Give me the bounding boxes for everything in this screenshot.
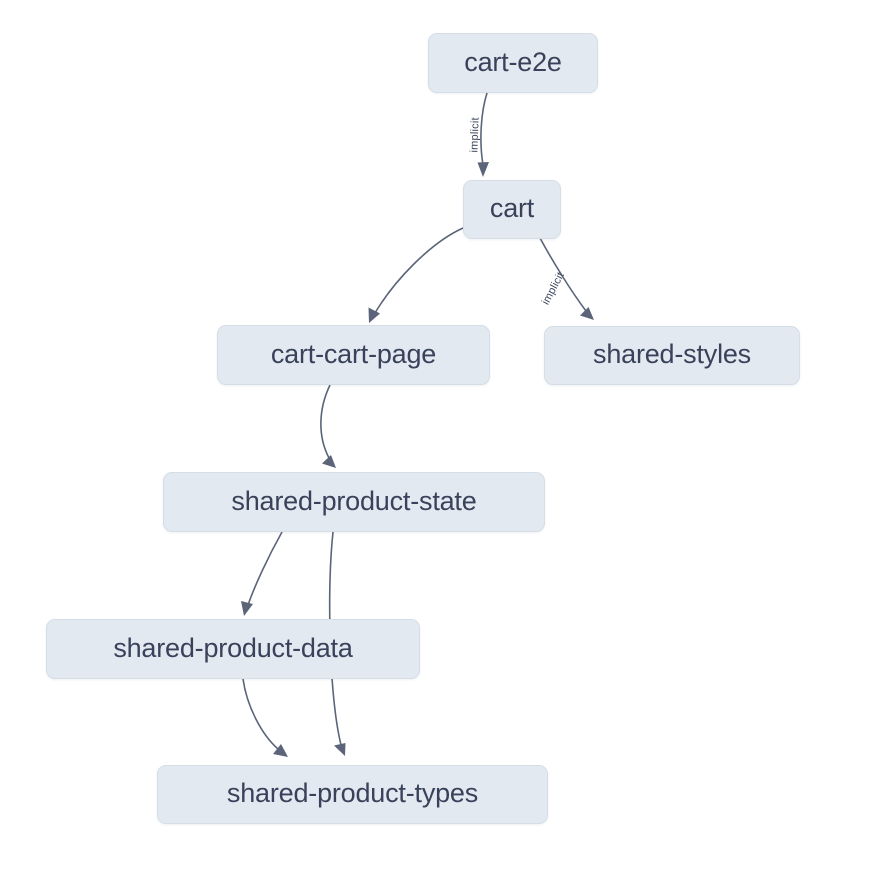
graph-node-cart-e2e[interactable]: cart-e2e	[428, 33, 598, 93]
graph-node-cart-cart-page[interactable]: cart-cart-page	[217, 325, 490, 385]
edge-cart-cart-page-to-shared-product-state	[320, 384, 336, 468]
edge-cart-to-shared-styles: implicit	[539, 237, 594, 320]
graph-node-label: shared-product-data	[113, 632, 353, 663]
graph-node-label: shared-product-types	[226, 778, 479, 808]
edge-path	[539, 237, 587, 312]
edge-cart-to-cart-cart-page	[368, 227, 464, 323]
edge-arrowhead	[273, 744, 288, 757]
edge-path	[247, 531, 283, 606]
edge-arrowhead	[368, 307, 380, 323]
edge-cart-e2e-to-cart: implicit	[468, 92, 489, 177]
edge-arrowhead	[334, 743, 346, 756]
edge-label-implicit-shared-styles: implicit	[540, 270, 567, 307]
graph-node-label: shared-styles	[593, 339, 751, 369]
graph-node-label: cart-e2e	[464, 46, 562, 77]
graph-node-shared-styles[interactable]: shared-styles	[544, 326, 800, 385]
edge-path	[320, 384, 331, 459]
edge-path	[242, 678, 279, 750]
edge-label-implicit-cart: implicit	[468, 117, 481, 153]
edge-path	[480, 92, 488, 166]
edge-shared-product-data-to-shared-product-types	[242, 678, 288, 757]
graph-node-shared-product-types[interactable]: shared-product-types	[157, 765, 548, 824]
graph-node-cart[interactable]: cart	[463, 180, 561, 239]
edge-arrowhead	[580, 307, 594, 320]
graph-node-label: shared-product-state	[231, 485, 477, 516]
graph-node-shared-product-data[interactable]: shared-product-data	[46, 619, 420, 679]
graph-node-shared-product-state[interactable]: shared-product-state	[163, 472, 545, 532]
edge-shared-product-state-to-shared-product-data	[241, 531, 283, 616]
graph-node-label: cart-cart-page	[270, 338, 437, 369]
edge-arrowhead	[241, 601, 253, 616]
graph-node-label: cart	[489, 193, 535, 223]
edge-arrowhead	[322, 455, 336, 468]
edge-arrowhead	[477, 162, 489, 177]
edge-path	[374, 227, 464, 314]
